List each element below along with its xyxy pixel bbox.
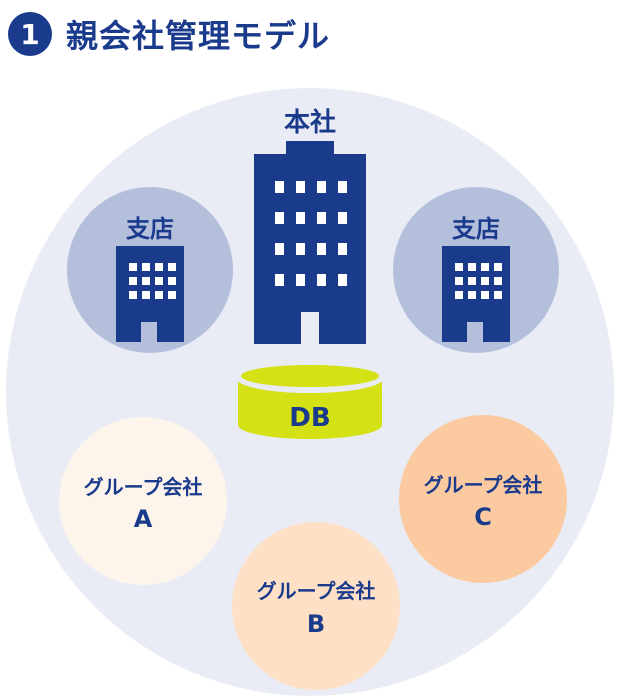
group-a-letter: A bbox=[134, 505, 153, 533]
section-header: 1 親会社管理モデル bbox=[8, 12, 330, 56]
building-window bbox=[129, 291, 137, 299]
building-window bbox=[317, 181, 326, 193]
building-window bbox=[275, 181, 284, 193]
branch-left-door bbox=[141, 322, 157, 342]
hq-door bbox=[301, 312, 319, 344]
branch-right-label: 支店 bbox=[452, 215, 500, 243]
building-window bbox=[317, 243, 326, 255]
building-window bbox=[296, 181, 305, 193]
building-window bbox=[317, 212, 326, 224]
building-window bbox=[494, 263, 502, 271]
building-window bbox=[129, 263, 137, 271]
hq-windows bbox=[275, 181, 347, 286]
building-window bbox=[338, 212, 347, 224]
group-b-label: グループ会社 bbox=[257, 579, 376, 603]
branch-right-windows bbox=[455, 263, 502, 299]
building-window bbox=[468, 263, 476, 271]
db-label: DB bbox=[289, 403, 330, 433]
building-window bbox=[296, 274, 305, 286]
section-number-badge: 1 bbox=[8, 12, 52, 56]
building-window bbox=[468, 291, 476, 299]
building-window bbox=[481, 263, 489, 271]
building-window bbox=[317, 274, 326, 286]
building-window bbox=[481, 291, 489, 299]
building-window bbox=[142, 263, 150, 271]
database-icon bbox=[235, 359, 385, 439]
building-window bbox=[338, 274, 347, 286]
building-window bbox=[168, 263, 176, 271]
group-a-circle bbox=[59, 417, 227, 585]
building-window bbox=[296, 212, 305, 224]
page-title: 親会社管理モデル bbox=[66, 17, 331, 55]
building-window bbox=[275, 243, 284, 255]
building-window bbox=[275, 212, 284, 224]
building-window bbox=[155, 291, 163, 299]
branch-right-door bbox=[467, 322, 483, 342]
group-c-circle bbox=[399, 415, 567, 583]
group-a-label: グループ会社 bbox=[84, 475, 203, 499]
group-c-letter: C bbox=[474, 503, 492, 531]
building-window bbox=[481, 277, 489, 285]
building-window bbox=[142, 291, 150, 299]
group-b-letter: B bbox=[307, 610, 325, 638]
building-window bbox=[455, 277, 463, 285]
group-b-circle bbox=[232, 522, 400, 690]
building-window bbox=[494, 291, 502, 299]
branch-left-label: 支店 bbox=[126, 215, 174, 243]
building-window bbox=[455, 263, 463, 271]
building-window bbox=[338, 243, 347, 255]
group-c-label: グループ会社 bbox=[424, 473, 543, 497]
building-window bbox=[168, 277, 176, 285]
building-window bbox=[338, 181, 347, 193]
building-window bbox=[168, 291, 176, 299]
building-window bbox=[494, 277, 502, 285]
building-window bbox=[142, 277, 150, 285]
building-window bbox=[455, 291, 463, 299]
building-window bbox=[296, 243, 305, 255]
building-window bbox=[155, 263, 163, 271]
building-window bbox=[155, 277, 163, 285]
building-window bbox=[275, 274, 284, 286]
building-window bbox=[129, 277, 137, 285]
hq-label: 本社 bbox=[284, 107, 336, 138]
building-window bbox=[468, 277, 476, 285]
branch-left-windows bbox=[129, 263, 176, 299]
